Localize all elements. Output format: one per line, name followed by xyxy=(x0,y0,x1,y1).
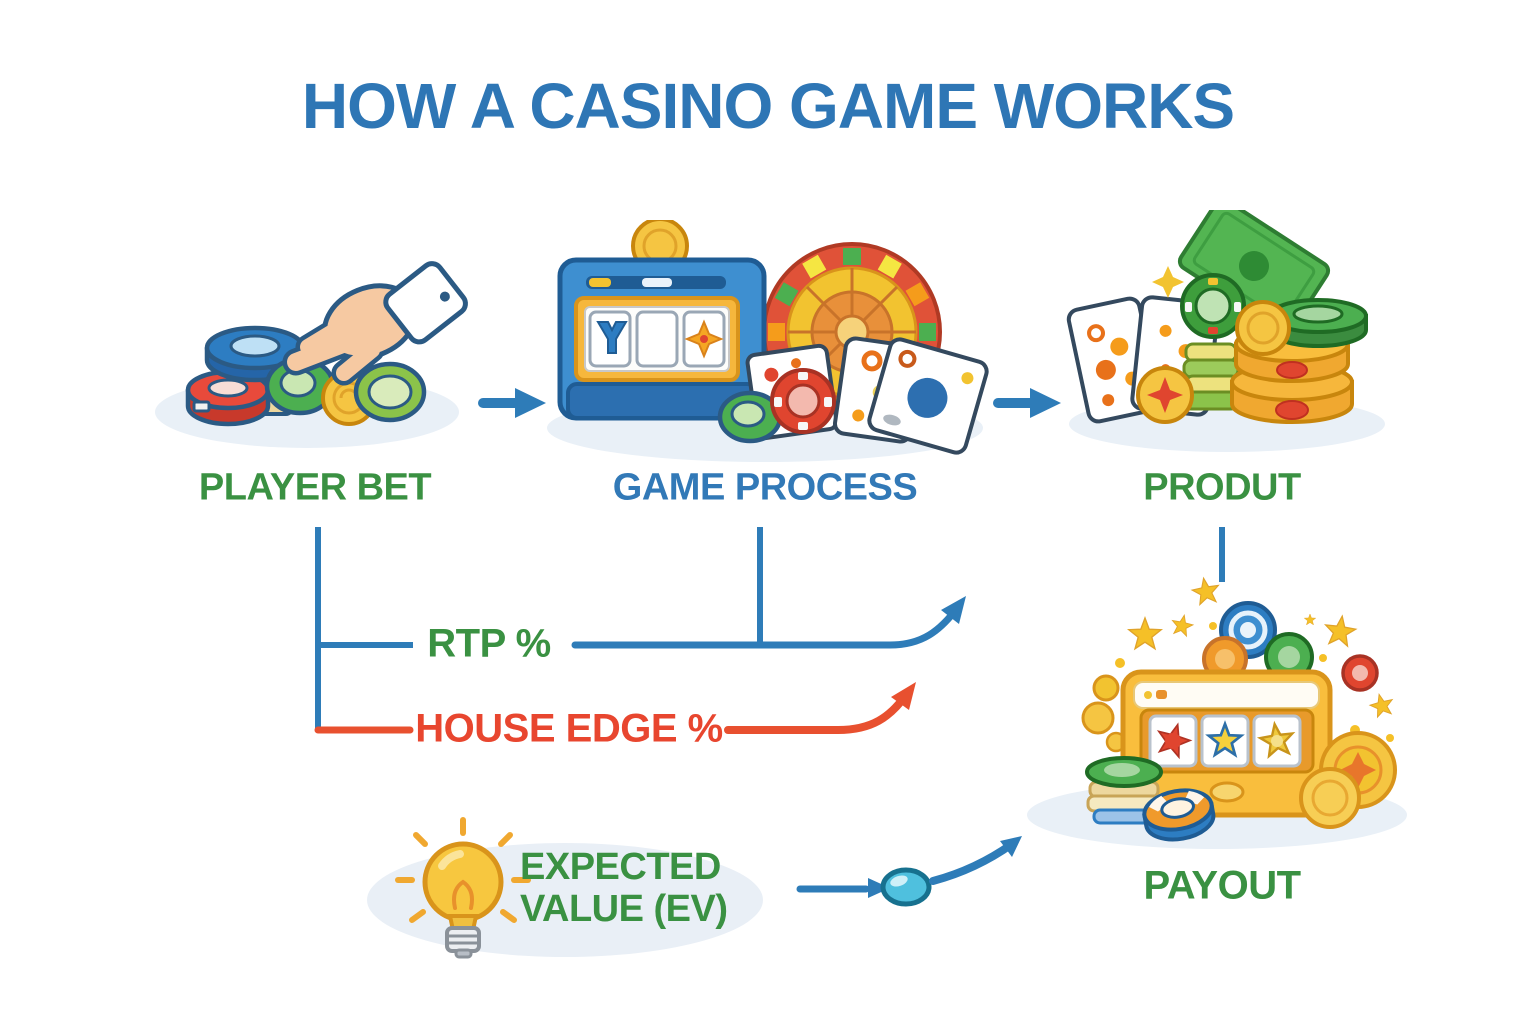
red-chip-icon xyxy=(1341,654,1379,692)
reel-symbol-blue xyxy=(596,321,628,354)
cuff-icon xyxy=(383,261,468,345)
game-process-illustration xyxy=(547,220,989,462)
reel-symbol-red xyxy=(1154,720,1194,758)
sparkle-icon xyxy=(1152,266,1184,298)
expected-value-line2: VALUE (EV) xyxy=(520,888,728,930)
expected-value-illustration xyxy=(367,817,763,959)
chip-stack-icon xyxy=(1085,756,1163,825)
payout-label: PAYOUT xyxy=(1143,863,1301,908)
green-chip-icon xyxy=(264,356,336,416)
lightbulb-icon xyxy=(395,817,531,959)
star-coin-icon xyxy=(1136,366,1194,424)
page-title: HOW A CASINO GAME WORKS xyxy=(301,70,1235,142)
rtp-label: RTP % xyxy=(427,621,551,666)
stage-label-product: PRODUT xyxy=(1143,466,1301,509)
expected-value-line1: EXPECTED xyxy=(520,846,721,888)
stage-label-player-bet: PLAYER BET xyxy=(198,466,432,509)
payout-slot-machine-icon xyxy=(1120,669,1333,818)
small-coins-icon xyxy=(1081,674,1127,753)
player-bet-illustration xyxy=(155,261,468,448)
payout-illustration xyxy=(1027,560,1407,849)
ev-arrow-icon xyxy=(796,836,1022,907)
red-chip-icon xyxy=(185,369,271,427)
hand-icon xyxy=(282,261,468,386)
rtp-arrow-icon xyxy=(318,596,966,649)
gold-coin-icon xyxy=(1235,300,1291,356)
orange-white-chip-icon xyxy=(1142,788,1216,842)
expected-value-label: EXPECTED VALUE (EV) xyxy=(520,846,728,930)
product-illustration xyxy=(1066,210,1385,452)
gem-bullet-icon xyxy=(880,867,932,907)
house-edge-label: HOUSE EDGE % xyxy=(415,706,723,751)
reel-symbol-orange xyxy=(684,319,724,359)
reel-symbol-star2 xyxy=(1259,722,1295,757)
green-chip-stack-icon xyxy=(1268,298,1368,348)
green-chip-icon xyxy=(717,390,783,444)
gold-coins-icon xyxy=(1299,731,1397,829)
stage-label-game-process: GAME PROCESS xyxy=(612,466,918,509)
edge-green-chip-icon xyxy=(353,361,427,423)
red-chip-icon xyxy=(770,368,836,434)
slot-machine-icon xyxy=(557,257,767,421)
green-chip-icon xyxy=(1180,273,1246,339)
